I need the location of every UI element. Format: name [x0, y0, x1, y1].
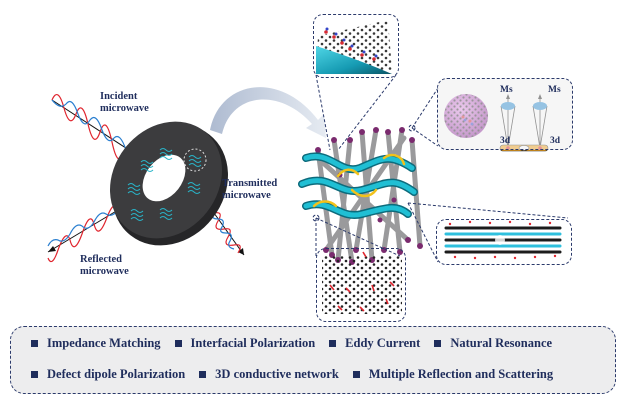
bullet-square-icon — [31, 340, 38, 347]
conductive-network — [298, 127, 423, 265]
mechanism-label: 3D conductive network — [215, 367, 339, 381]
mechanism-item: 3D conductive network — [199, 367, 339, 382]
incident-label-line1: Incident — [100, 91, 138, 102]
mechanism-label: Eddy Current — [345, 336, 421, 350]
3d-label-left: 3d — [500, 136, 511, 146]
bullet-square-icon — [329, 340, 337, 347]
mechanism-label: Defect dipole Polarization — [47, 367, 186, 381]
transmitted-label-line1: Transmitted — [222, 178, 278, 189]
reflected-label: Reflected microwave — [80, 254, 129, 278]
3d-label-right: 3d — [550, 136, 561, 146]
inset-interfacial-panel — [313, 14, 399, 78]
transmitted-label-line2: microwave — [222, 190, 271, 201]
mechanism-item: Interfacial Polarization — [174, 336, 316, 351]
incident-label-line2: microwave — [100, 103, 149, 114]
inset-defect-graphene-art — [322, 251, 402, 314]
mechanism-label: Impedance Matching — [47, 336, 161, 350]
mechanisms-box: Impedance Matching Interfacial Polarizat… — [10, 326, 616, 394]
mechanism-item: Multiple Reflection and Scattering — [352, 367, 554, 382]
absorber-ring — [109, 121, 228, 246]
inset-magnetic-panel — [437, 78, 573, 150]
ms-label-right: Ms — [548, 85, 561, 95]
inset-graphene-fiber-art — [316, 20, 392, 74]
mechanism-label: Interfacial Polarization — [190, 336, 316, 350]
mechanism-label: Natural Resonance — [450, 336, 553, 350]
mechanisms-row-1: Impedance Matching Interfacial Polarizat… — [31, 336, 628, 351]
inset-layered-art — [444, 220, 562, 260]
bullet-square-icon — [199, 371, 207, 378]
incident-label: Incident microwave — [100, 91, 149, 115]
ms-label-left: Ms — [500, 85, 513, 95]
mechanism-item: Defect dipole Polarization — [31, 367, 185, 382]
bullet-square-icon — [434, 340, 442, 347]
bullet-square-icon — [352, 371, 360, 378]
transmitted-wave — [212, 212, 245, 256]
mechanism-label: Multiple Reflection and Scattering — [368, 367, 554, 381]
inset-defect-panel — [316, 248, 406, 322]
bullet-square-icon — [174, 340, 182, 347]
inset-layered-panel — [436, 219, 572, 265]
mechanism-item: Natural Resonance — [434, 336, 552, 351]
transmitted-label: Transmitted microwave — [222, 178, 277, 202]
mechanism-item: Impedance Matching — [31, 336, 161, 351]
reflected-wave — [47, 205, 119, 263]
bullet-square-icon — [31, 371, 38, 378]
reflected-label-line1: Reflected — [80, 254, 122, 265]
callout-lines — [312, 74, 569, 263]
mechanism-item: Eddy Current — [329, 336, 420, 351]
zoom-arrow — [210, 87, 326, 138]
reflected-label-line2: microwave — [80, 266, 129, 277]
mechanisms-row-2: Defect dipole Polarization 3D conductive… — [31, 367, 628, 382]
